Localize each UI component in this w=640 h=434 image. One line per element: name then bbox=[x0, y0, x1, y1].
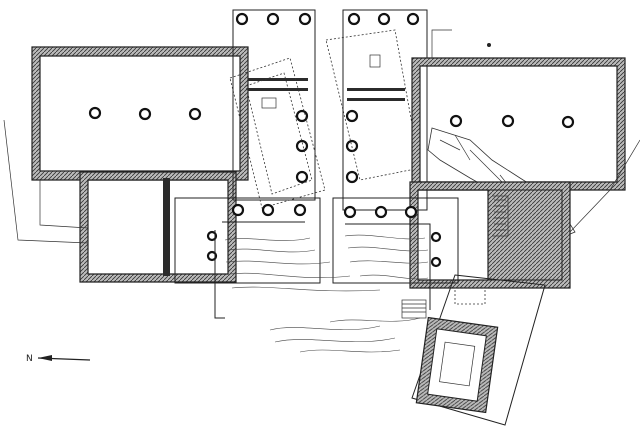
right-stair bbox=[492, 195, 509, 237]
left-room-divider bbox=[163, 178, 170, 276]
left-wing bbox=[3, 46, 249, 283]
left-stoa-step-2 bbox=[248, 88, 308, 91]
left-court-columns bbox=[206, 203, 307, 262]
right-channel-wall bbox=[345, 223, 431, 310]
temple-dotted-block bbox=[454, 287, 486, 305]
north-arrow: N bbox=[26, 354, 91, 364]
left-lower-rooms-wall bbox=[79, 171, 237, 283]
temple-cella bbox=[427, 328, 487, 402]
left-hall-wall bbox=[31, 46, 249, 181]
left-entry-line bbox=[3, 119, 89, 244]
right-wing bbox=[409, 29, 640, 289]
right-stoa-block bbox=[369, 54, 381, 68]
right-foundation-dotted bbox=[325, 29, 421, 181]
left-foundation-dotted bbox=[229, 57, 326, 209]
left-stoa-block bbox=[261, 97, 277, 109]
left-stoa-outline bbox=[232, 9, 316, 201]
left-stoa-inner-columns bbox=[295, 109, 309, 184]
right-stoa-step-1 bbox=[347, 88, 405, 91]
left-entry-line-2 bbox=[39, 180, 89, 229]
central-court bbox=[174, 197, 459, 353]
right-court-outline bbox=[332, 197, 459, 284]
right-edge-line bbox=[569, 139, 640, 233]
right-stoa-top-columns bbox=[347, 12, 420, 26]
right-stoa-step-2 bbox=[347, 98, 405, 101]
north-arrow-label: N bbox=[26, 354, 33, 364]
right-stoa-inner-columns bbox=[345, 109, 359, 184]
left-hall-columns bbox=[88, 106, 202, 121]
right-hall-wall bbox=[411, 57, 626, 191]
left-stoa bbox=[229, 9, 326, 209]
right-upper-line bbox=[431, 29, 452, 58]
right-lower-room-outline bbox=[488, 189, 563, 281]
left-stoa-step-1 bbox=[248, 78, 308, 81]
left-channel-wall bbox=[214, 230, 225, 319]
temple-inner bbox=[439, 341, 476, 387]
left-stoa-top-columns bbox=[235, 12, 312, 26]
water-texture bbox=[224, 234, 429, 353]
small-temple bbox=[411, 274, 546, 426]
left-court-outline bbox=[174, 197, 321, 284]
stray-mark bbox=[487, 43, 491, 47]
court-steps bbox=[401, 299, 427, 319]
right-hall-columns bbox=[449, 114, 575, 129]
right-court-columns bbox=[343, 205, 442, 268]
